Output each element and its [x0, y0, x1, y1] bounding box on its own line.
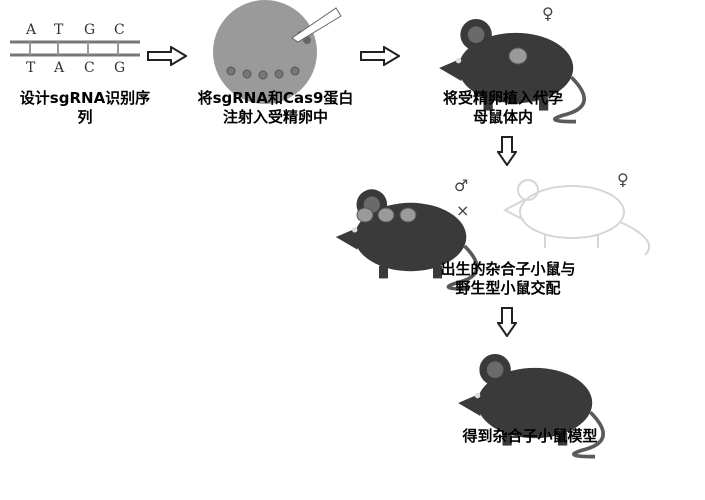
- step-cross-line-2: 野生型小鼠交配: [455, 279, 561, 297]
- step-cross: 出生的杂合子小鼠与 野生型小鼠交配: [403, 260, 613, 298]
- arrow-right-1-icon: [147, 46, 187, 66]
- dna-base-top-2: T: [54, 22, 64, 38]
- step-result: 得到杂合子小鼠模型: [425, 427, 635, 446]
- female-symbol-icon: ♀: [542, 4, 554, 23]
- dna-helix: [10, 40, 140, 57]
- arrow-down-2-icon: [497, 307, 517, 337]
- step-inject: 将sgRNA和Cas9蛋白 注射入受精卵中: [183, 89, 368, 127]
- heterozygous-mouse: [333, 187, 479, 291]
- dna-base-bottom-1: T: [26, 60, 36, 76]
- step-inject-line-1: 将sgRNA和Cas9蛋白: [197, 89, 354, 107]
- surrogate-mouse: [437, 17, 587, 124]
- male-symbol-icon: ♂: [454, 176, 469, 195]
- step-implant: 将受精卵植入代孕 母鼠体内: [413, 89, 593, 127]
- dna-base-bottom-2: A: [54, 60, 65, 76]
- step-result-line-1: 得到杂合子小鼠模型: [462, 427, 598, 445]
- dna-base-top-3: G: [84, 22, 96, 38]
- injection-needle: [291, 7, 342, 43]
- female-symbol-2-icon: ♀: [617, 170, 629, 189]
- dna-base-bottom-3: C: [84, 60, 95, 76]
- step-design-sgrna-line-1: 设计sgRNA识别序: [19, 89, 151, 107]
- dna-base-top-1: A: [26, 22, 37, 38]
- step-cross-line-1: 出生的杂合子小鼠与: [440, 260, 576, 278]
- dna-base-bottom-4: G: [114, 60, 126, 76]
- arrow-down-1-icon: [497, 136, 517, 166]
- arrow-right-2-icon: [360, 46, 400, 66]
- cross-symbol-icon: ×: [456, 201, 470, 220]
- step-inject-line-2: 注射入受精卵中: [222, 108, 328, 126]
- wild-type-mouse: [502, 179, 651, 256]
- step-design-sgrna-line-2: 列: [77, 108, 93, 126]
- dna-base-top-4: C: [114, 22, 125, 38]
- step-design-sgrna: 设计sgRNA识别序 列: [10, 89, 160, 127]
- step-implant-line-2: 母鼠体内: [472, 108, 533, 126]
- step-implant-line-1: 将受精卵植入代孕: [442, 89, 563, 107]
